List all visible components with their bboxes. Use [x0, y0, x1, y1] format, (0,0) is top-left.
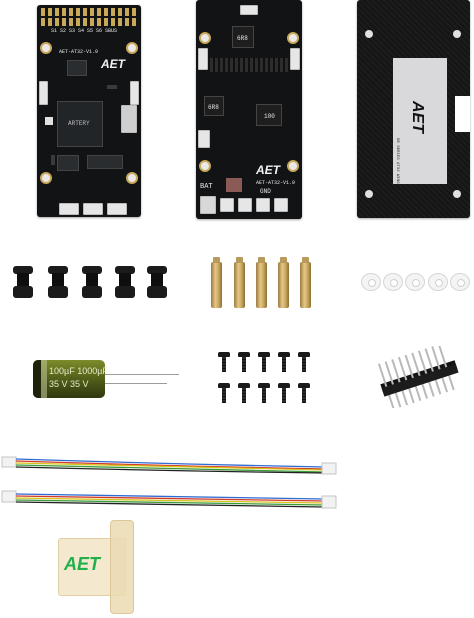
connector-left: [39, 81, 48, 105]
hex-screw: [278, 352, 290, 374]
cover-notch: [455, 96, 470, 132]
mcu-chip: ARTERY: [57, 101, 103, 147]
mount-hole: [40, 172, 52, 184]
bottom-connector: [107, 203, 127, 215]
wire-harness-1: [1, 456, 337, 475]
solder-pad: [200, 196, 216, 214]
antenna-mount-tab: [110, 520, 134, 614]
nylon-washer: [450, 273, 470, 291]
solder-pad: [220, 198, 234, 212]
inductor-label: 6R8: [237, 35, 248, 42]
solder-pad: [274, 198, 288, 212]
connector-right: [130, 81, 139, 105]
cover-series-text: DR SERIES AT32 WING: [395, 138, 399, 184]
cover-label: [393, 58, 447, 184]
hex-screw: [298, 352, 310, 374]
nylon-washer: [361, 273, 381, 291]
brass-standoff: [300, 257, 311, 308]
rubber-grommet: [48, 266, 68, 300]
inductor-2-label: 6R8: [208, 104, 219, 111]
capacitor-lead: [105, 383, 167, 384]
mcu-label: ARTERY: [68, 120, 90, 127]
mount-hole: [199, 32, 211, 44]
cover-plate: AET DR SERIES AT32 WING: [357, 0, 470, 218]
cover-aet-logo: AET: [409, 101, 426, 133]
inductor-3: 100: [256, 104, 282, 126]
osd-chip: [87, 155, 123, 169]
brass-standoff: [278, 257, 289, 308]
sensor-chip: [67, 60, 87, 76]
inductor-3-label: 100: [264, 113, 275, 120]
antenna-aet-logo: AET: [64, 554, 100, 574]
capacitor-stripe: [41, 360, 47, 398]
aet-logo: AET: [256, 163, 280, 177]
capacitor-end-cap: [33, 360, 41, 398]
smd-parts: [51, 155, 55, 165]
brass-standoff: [211, 257, 222, 308]
board-name-silk: AET-AT32-V1.0: [59, 49, 99, 55]
flash-chip: [57, 155, 79, 171]
hex-screw: [278, 383, 290, 405]
top-connector: [240, 5, 258, 15]
inductor-2: 6R8: [204, 96, 224, 116]
brass-standoff: [256, 257, 267, 308]
rubber-grommet: [82, 266, 102, 300]
solder-pad: [238, 198, 252, 212]
capacitor-lead: [105, 374, 179, 375]
smd-parts: [107, 85, 117, 89]
hex-screw: [258, 352, 270, 374]
mount-hole: [453, 30, 461, 38]
pin-header: [377, 346, 459, 408]
capacitor-text-2: 35 V 35 V: [49, 379, 89, 389]
bottom-connector: [59, 203, 79, 215]
hex-screw: [258, 383, 270, 405]
silk-outputs-label: S1 S2 S3 S4 S5 S6 SBUS: [51, 28, 118, 34]
pin-header-top-2: [41, 18, 137, 26]
button: [45, 117, 53, 125]
brass-standoff: [234, 257, 245, 308]
hex-screw: [238, 383, 250, 405]
capacitor-text-1: 100µF 1000µF: [49, 366, 108, 376]
pin-header-top: [41, 8, 137, 16]
mount-hole: [365, 30, 373, 38]
wire-harness-2: [1, 490, 337, 509]
electrolytic-capacitor: 100µF 1000µF 35 V 35 V: [33, 360, 108, 398]
power-capacitor: [226, 178, 242, 192]
nylon-washer: [383, 273, 403, 291]
inductor: 6R8: [232, 26, 254, 48]
mount-hole: [287, 32, 299, 44]
rubber-grommet: [147, 266, 167, 300]
hex-screw: [218, 383, 230, 405]
mount-hole: [287, 160, 299, 172]
hex-screw: [238, 352, 250, 374]
bottom-connector: [83, 203, 103, 215]
side-pad: [198, 130, 210, 148]
mount-hole: [126, 42, 138, 54]
mount-hole: [453, 190, 461, 198]
rubber-grommet: [115, 266, 135, 300]
flight-controller-board: S1 S2 S3 S4 S5 S6 SBUS AET-AT32-V1.0 AET…: [37, 5, 141, 217]
nylon-washer: [428, 273, 448, 291]
mount-hole: [365, 190, 373, 198]
power-board: 6R8 6R8 100 AET AET-AT32-V1.0 BAT GND: [196, 0, 302, 219]
mount-hole: [199, 160, 211, 172]
hex-screw: [298, 383, 310, 405]
connector-strip: [210, 58, 288, 72]
aet-logo: AET: [101, 57, 125, 71]
mount-hole: [40, 42, 52, 54]
bat-label: BAT: [200, 183, 213, 191]
antenna-mount: AET: [58, 520, 134, 614]
solder-pad: [256, 198, 270, 212]
side-connector: [198, 48, 208, 70]
hex-screw: [218, 352, 230, 374]
nylon-washer: [405, 273, 425, 291]
side-connector: [290, 48, 300, 70]
mount-hole: [126, 172, 138, 184]
usb-c-port: [121, 105, 137, 133]
rubber-grommet: [13, 266, 33, 300]
board-name-silk: AET-AT32-V1.0: [256, 180, 296, 186]
gnd-label: GND: [260, 188, 271, 195]
